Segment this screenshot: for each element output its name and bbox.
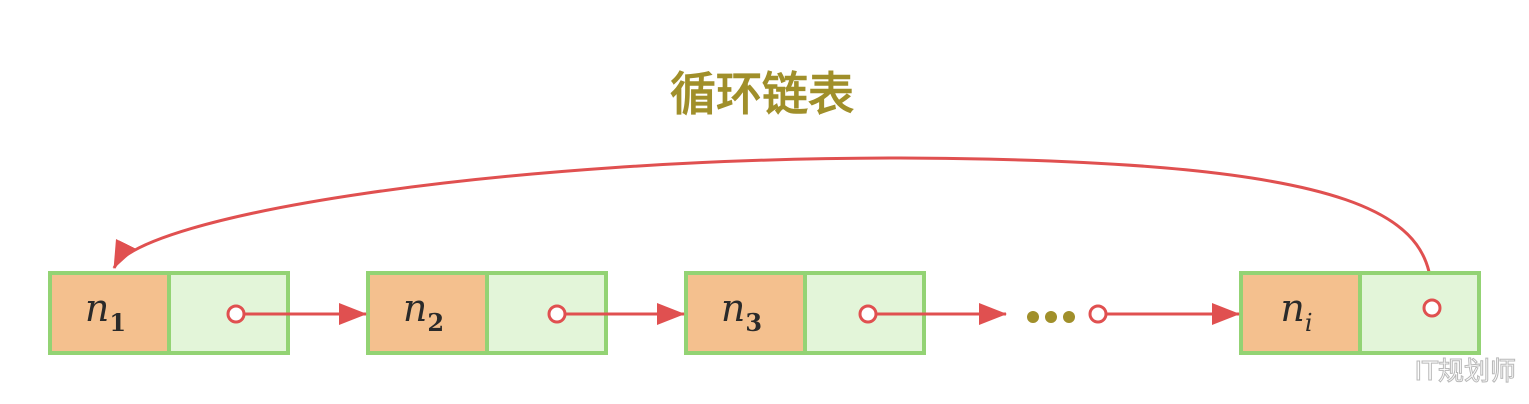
pointer-origin <box>858 304 878 324</box>
ellipsis-dot <box>1045 311 1057 323</box>
node-label: n3 <box>721 286 762 337</box>
diagram-title: 循环链表 <box>670 67 854 121</box>
node-data-cell <box>684 271 807 355</box>
ellipsis-dot <box>1063 311 1075 323</box>
list-node: ni <box>1239 271 1481 355</box>
list-node: n1 <box>48 271 290 355</box>
node-data-cell <box>366 271 489 355</box>
circular-link-arrow <box>112 156 1434 301</box>
pointer-origin <box>547 304 567 324</box>
node-label: n1 <box>85 286 126 337</box>
ellipsis-dot <box>1027 311 1039 323</box>
pointer-origin <box>1088 304 1108 324</box>
watermark: IT规划师 <box>1414 357 1516 387</box>
pointer-origin <box>1422 298 1442 318</box>
node-label: ni <box>1280 286 1312 337</box>
node-label: n2 <box>403 286 444 337</box>
ellipsis <box>1027 311 1075 323</box>
node-pointer-cell <box>1358 271 1481 355</box>
pointer-origin <box>226 304 246 324</box>
node-data-cell <box>1239 271 1362 355</box>
